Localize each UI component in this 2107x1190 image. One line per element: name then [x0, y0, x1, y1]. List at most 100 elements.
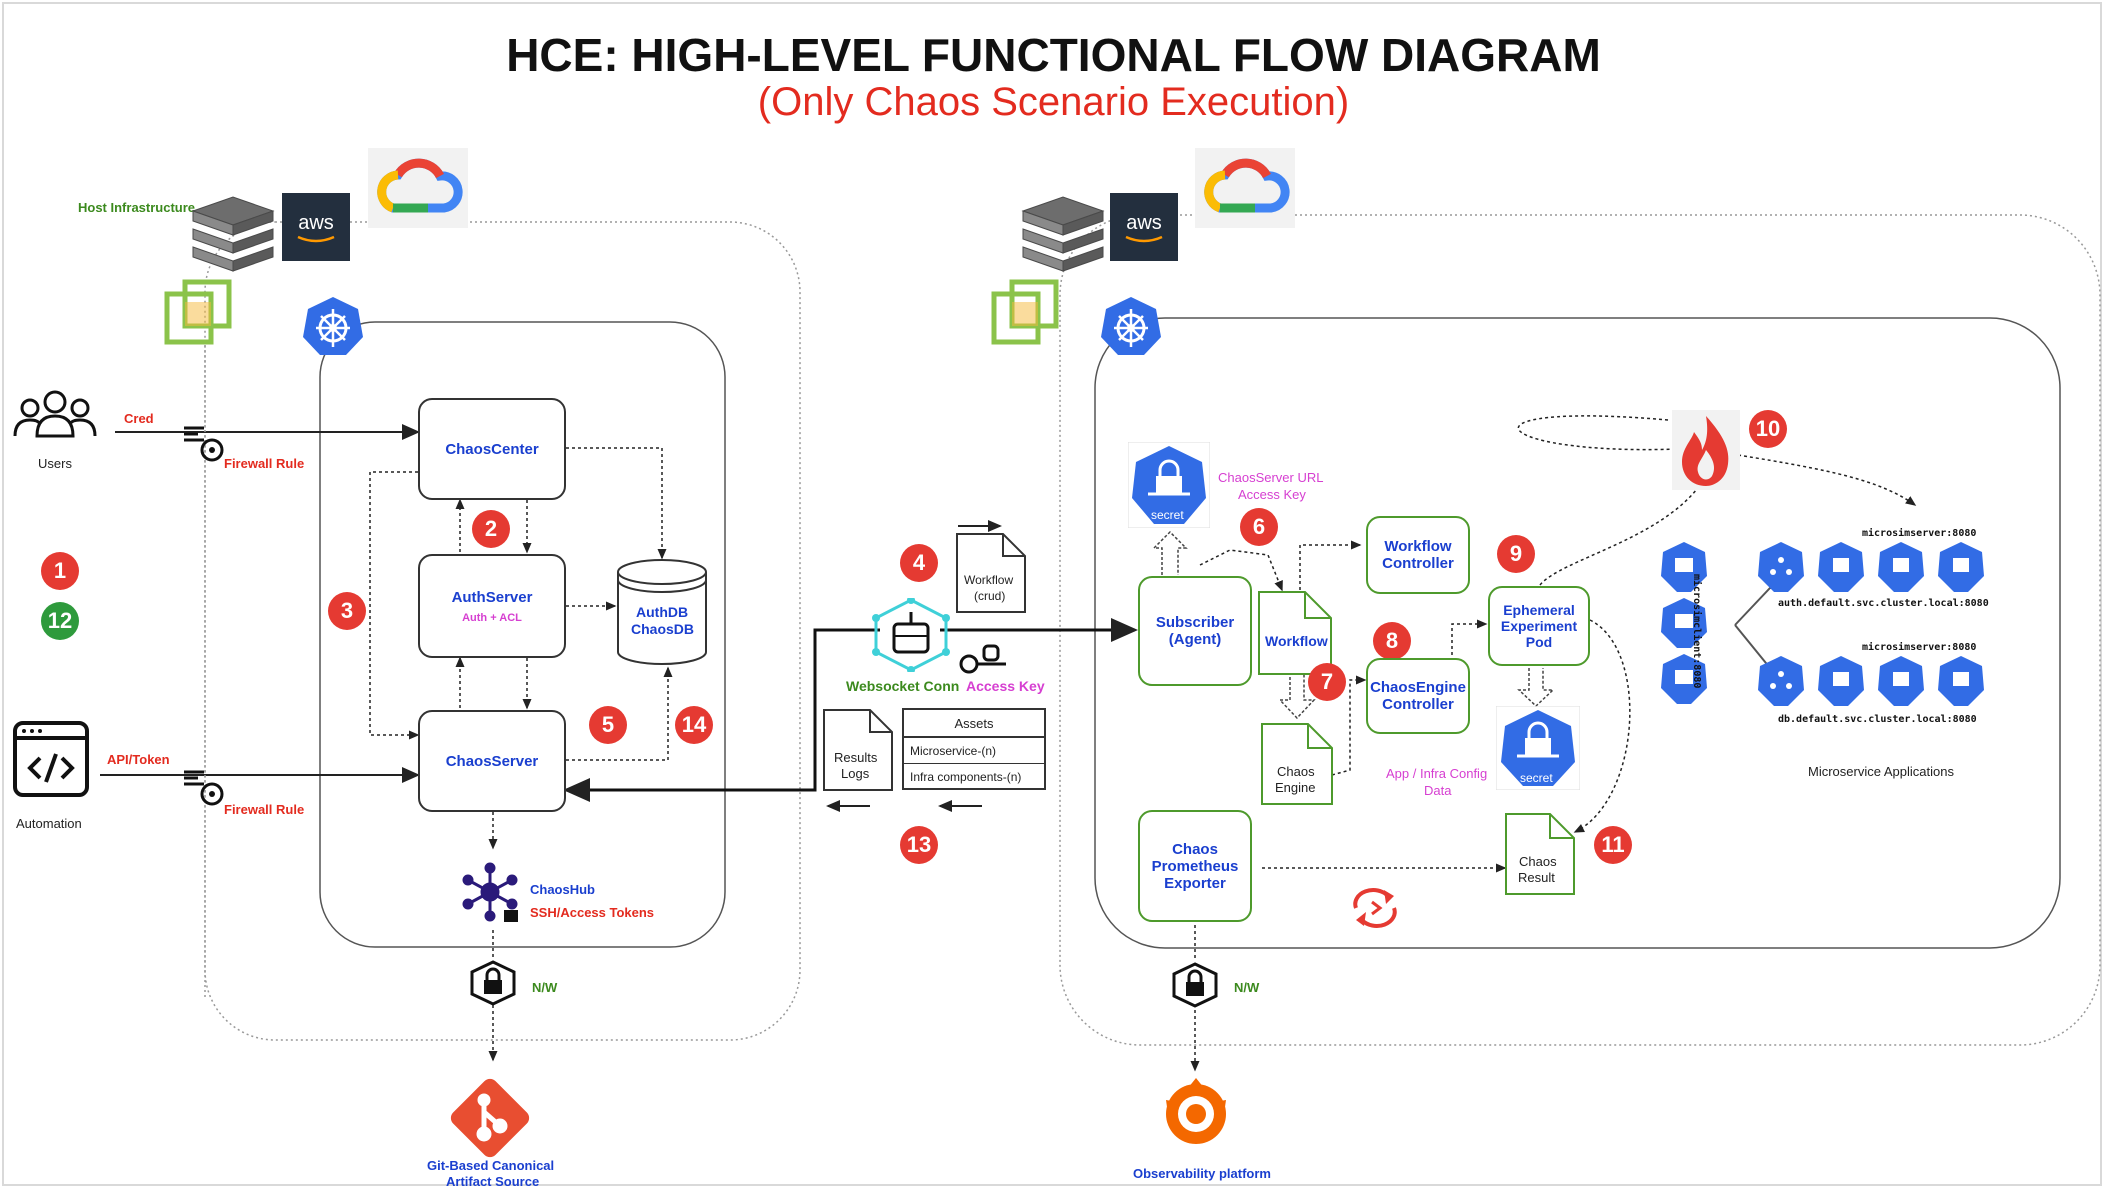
git-source-label-2: Artifact Source [446, 1174, 540, 1189]
api-token-label: API/Token [107, 752, 170, 767]
prom-label-2: Prometheus [1151, 857, 1239, 875]
auth-acl-label: Auth + ACL [462, 611, 522, 624]
code-icon [13, 721, 89, 797]
aws-logo: aws [1110, 193, 1178, 261]
left-k8s-container [319, 321, 726, 948]
step-badge-3: 3 [328, 592, 366, 630]
ephemeral-label-3: Pod [1525, 634, 1553, 650]
app-infra-config-label-1: App / Infra Config [1386, 766, 1488, 781]
results-document-icon [823, 709, 893, 791]
secret-label: secret [1520, 771, 1553, 785]
repeat-icon [1353, 888, 1397, 928]
workflow-doc-label-2: (crud) [974, 589, 1006, 603]
network-lock-icon [470, 960, 516, 1006]
assets-row: Microservice-(n) [904, 738, 1044, 764]
ephemeral-experiment-pod-box[interactable]: Ephemeral Experiment Pod [1488, 586, 1590, 666]
host-infrastructure-label: Host Infrastructure [78, 200, 196, 215]
server-rack-icon [191, 196, 275, 272]
ephemeral-label-2: Experiment [1500, 618, 1578, 634]
vsphere-icon [991, 279, 1059, 345]
step-badge-9: 9 [1497, 535, 1535, 573]
workflow-label: Workflow [1265, 633, 1328, 649]
app-infra-config-label-2: Data [1424, 783, 1452, 798]
microsim-server-label-1: microsimserver:8080 [1862, 528, 1977, 539]
authserver-box[interactable]: AuthServer Auth + ACL [418, 554, 566, 658]
aws-logo: aws [282, 193, 350, 261]
chaoscenter-box[interactable]: ChaosCenter [418, 398, 566, 500]
firewall-icon [184, 426, 224, 462]
microservice-applications-label: Microservice Applications [1808, 764, 1954, 779]
access-key-icon [959, 644, 1006, 674]
subscriber-agent-box[interactable]: Subscriber (Agent) [1138, 576, 1252, 686]
chaosserver-url-label: ChaosServer URL [1218, 470, 1324, 485]
grafana-icon [1166, 1078, 1226, 1144]
chaosserver-box[interactable]: ChaosServer [418, 710, 566, 812]
assets-table: Assets Microservice-(n) Infra components… [902, 708, 1046, 790]
svc-icon [1758, 542, 1804, 592]
page-subtitle: (Only Chaos Scenario Execution) [757, 80, 1350, 124]
access-key-label-right: Access Key [1238, 487, 1306, 502]
google-cloud-icon [1195, 148, 1295, 228]
step-badge-13: 13 [900, 826, 938, 864]
websocket-conn-label: Websocket Conn [846, 678, 960, 694]
firewall-rule-label-2: Firewall Rule [224, 802, 305, 817]
results-label: Results [834, 750, 878, 765]
workflow-document-icon [956, 533, 1026, 613]
chaos-engine-document-icon [1261, 723, 1333, 805]
step-badge-1: 1 [41, 552, 79, 590]
chaos-result-label-1: Chaos [1519, 854, 1557, 869]
vsphere-icon [164, 279, 232, 345]
access-key-label: Access Key [966, 678, 1045, 694]
microsim-client-label: microsimclient:8080 [1691, 574, 1702, 689]
chaoshub-icon [462, 862, 518, 922]
step-badge-7: 7 [1308, 663, 1346, 701]
prom-label-3: Exporter [1164, 874, 1226, 892]
cred-label: Cred [124, 411, 154, 426]
network-lock-icon [1172, 962, 1218, 1008]
nw-label-left: N/W [532, 980, 558, 995]
nw-label-right: N/W [1234, 980, 1260, 995]
workflow-controller-label-1: Workflow [1384, 538, 1452, 555]
git-source-label-1: Git-Based Canonical [427, 1158, 555, 1173]
git-icon [450, 1078, 530, 1158]
chaosserver-label: ChaosServer [445, 752, 539, 770]
assets-row: Infra components-(n) [910, 769, 1022, 784]
chaos-result-label-2: Result [1518, 870, 1555, 885]
authdb-label: AuthDB [636, 604, 689, 620]
step-badge-8: 8 [1373, 622, 1411, 660]
chaosengine-controller-label-2: Controller [1382, 696, 1454, 713]
svc-icon [1758, 656, 1804, 706]
server-rack-icon [1021, 196, 1105, 272]
workflow-doc-label-1: Workflow [964, 573, 1014, 587]
step-badge-5: 5 [589, 706, 627, 744]
chaoscenter-label: ChaosCenter [445, 440, 539, 458]
observability-label: Observability platform [1133, 1166, 1271, 1181]
step-badge-6: 6 [1240, 508, 1278, 546]
secret-label: secret [1151, 508, 1184, 522]
authserver-label: AuthServer [451, 588, 533, 606]
microsim-server-label-2: microsimserver:8080 [1862, 642, 1977, 653]
workflow-document-icon [1258, 591, 1332, 675]
auth-svc-label: auth.default.svc.cluster.local:8080 [1778, 598, 1989, 609]
users-label: Users [38, 456, 72, 471]
automation-label: Automation [16, 816, 82, 831]
google-cloud-icon [368, 148, 468, 228]
assets-header: Assets [904, 710, 1044, 738]
workflow-controller-label-2: Controller [1382, 555, 1454, 572]
workflow-controller-box[interactable]: Workflow Controller [1366, 516, 1470, 594]
secret-icon [1128, 442, 1210, 528]
kubernetes-icon [1101, 297, 1161, 355]
chaosengine-controller-box[interactable]: ChaosEngine Controller [1366, 658, 1470, 734]
step-badge-12: 12 [41, 602, 79, 640]
websocket-icon [872, 598, 950, 672]
chaos-prometheus-exporter-box[interactable]: Chaos Prometheus Exporter [1138, 810, 1252, 922]
chaoshub-label: ChaosHub [530, 882, 595, 897]
chaos-engine-label-1: Chaos [1277, 764, 1315, 779]
secret-icon [1496, 706, 1580, 790]
database-icon [617, 559, 707, 665]
chaos-fire-icon [1672, 410, 1740, 490]
chaosdb-label: ChaosDB [631, 621, 695, 637]
page-title: HCE: HIGH-LEVEL FUNCTIONAL FLOW DIAGRAM [506, 29, 1601, 81]
